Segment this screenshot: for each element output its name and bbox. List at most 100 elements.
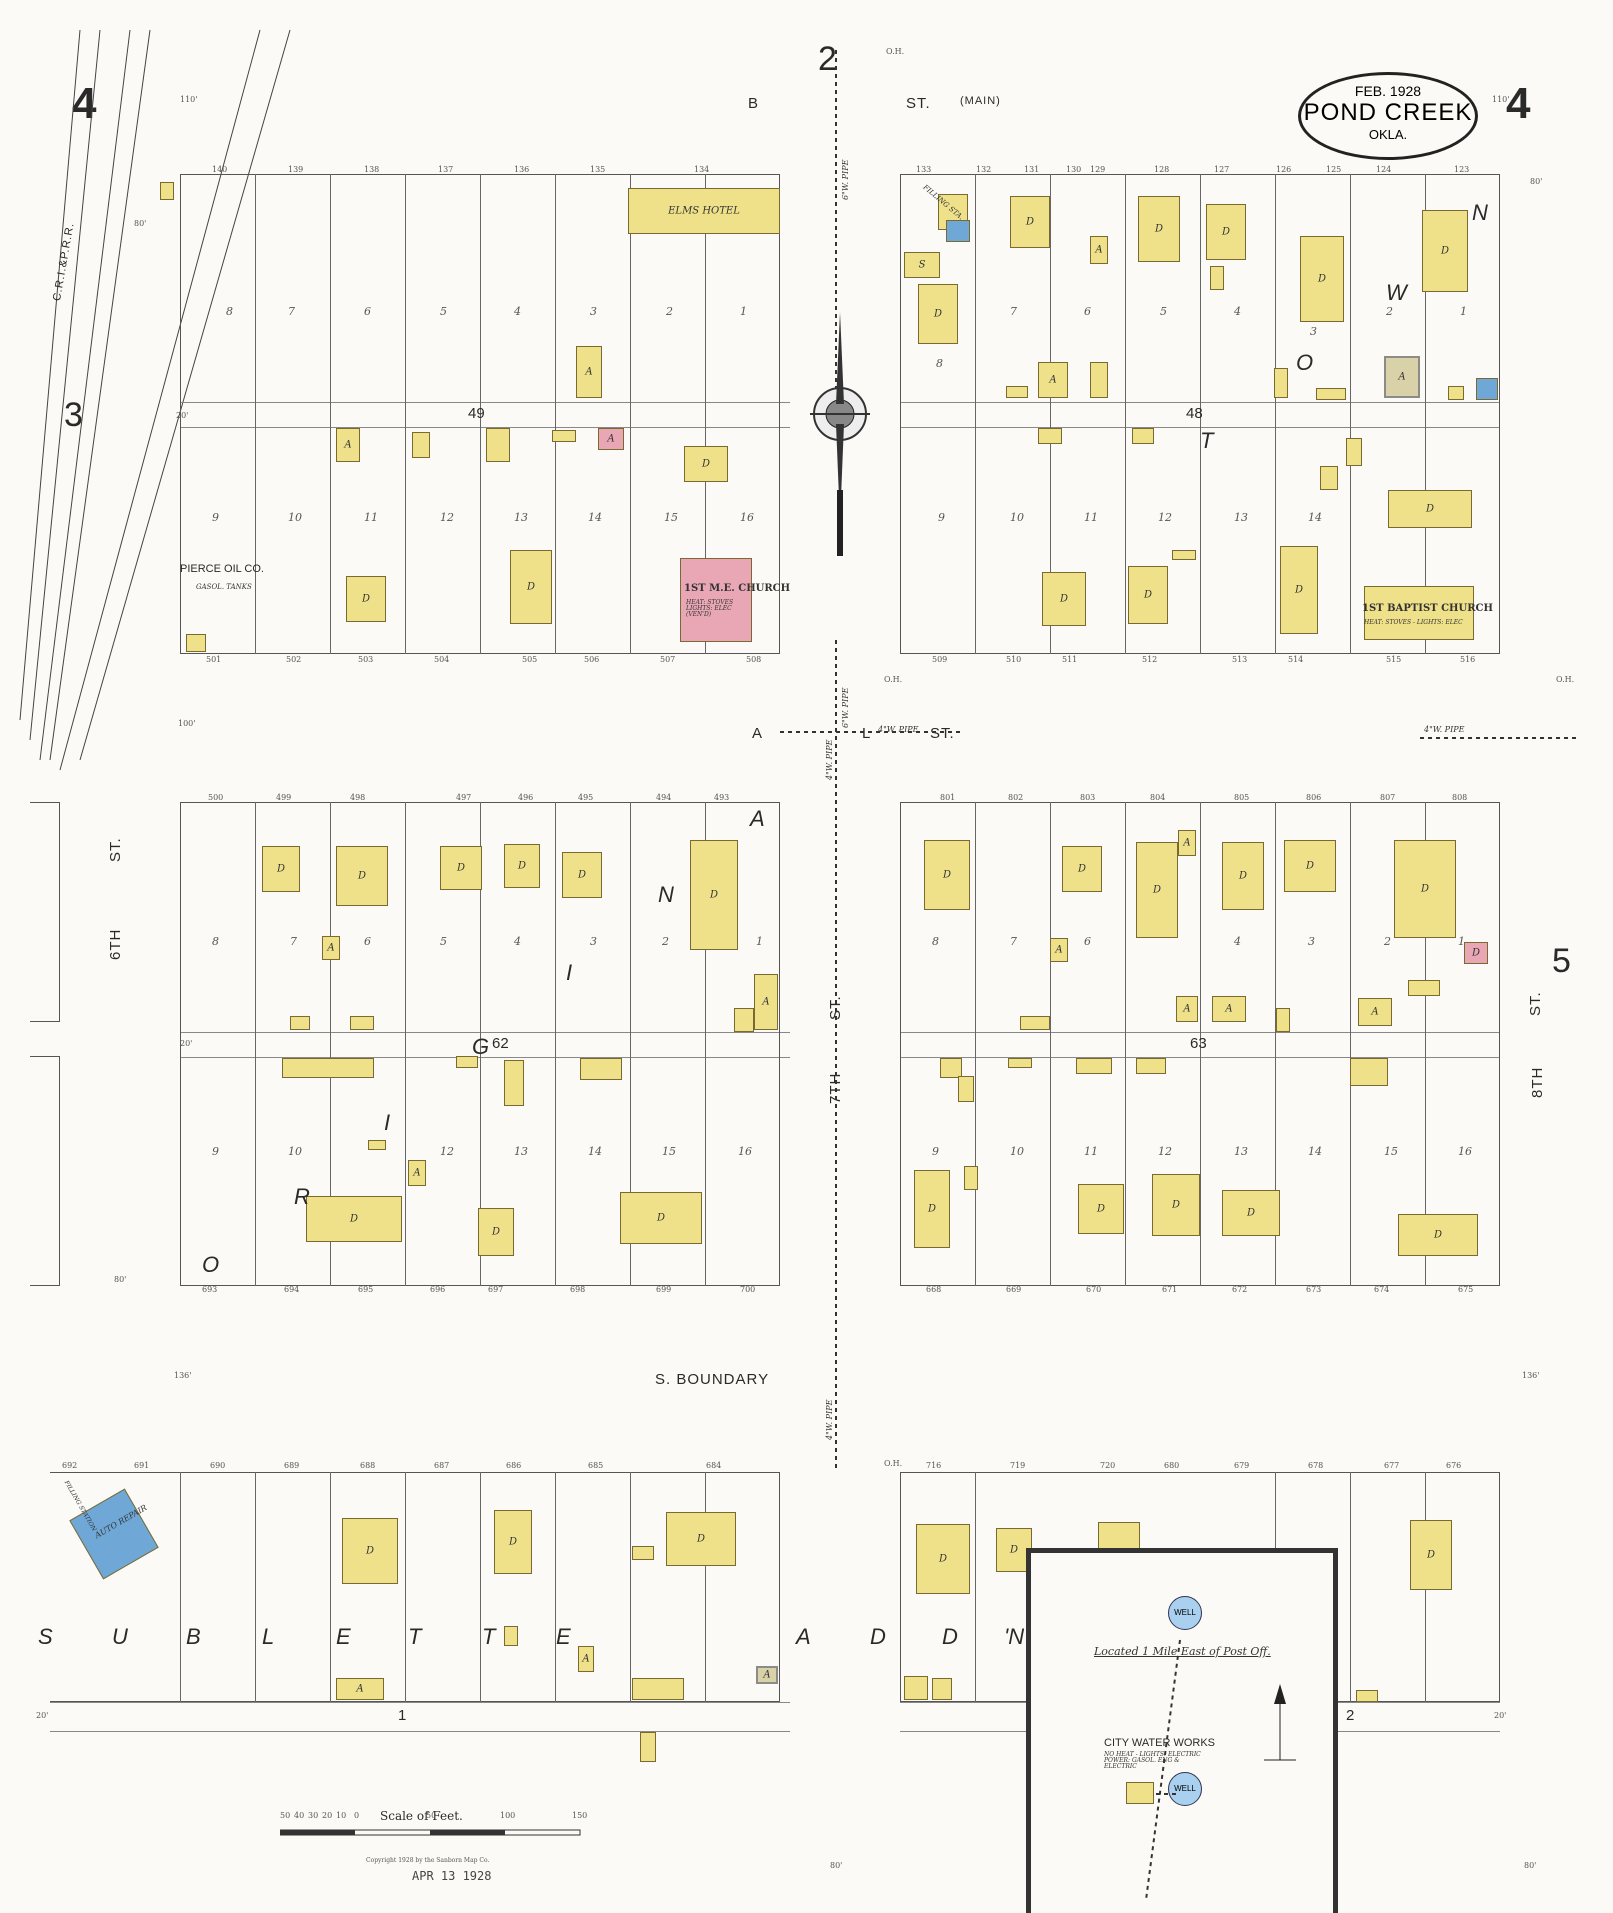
- building-code: D: [1009, 1544, 1019, 1556]
- dwelling: D: [1284, 840, 1336, 892]
- block-number-2: 2: [1346, 1707, 1355, 1724]
- lot-number: 6: [364, 305, 371, 318]
- width-label: 136': [1522, 1371, 1540, 1380]
- lot-number: 9: [212, 1145, 219, 1158]
- lot-number: 1: [740, 305, 747, 318]
- lot-line: [630, 802, 631, 1286]
- address: 716: [926, 1461, 942, 1470]
- width-label: 110': [180, 95, 198, 104]
- lot-number: 14: [588, 511, 602, 524]
- sublette-letter: L: [262, 1624, 275, 1649]
- addition-letter: A: [796, 1624, 811, 1649]
- address: 124: [1376, 165, 1392, 174]
- building-code: A: [763, 1669, 771, 1681]
- scale-tick: 50: [280, 1811, 291, 1820]
- address: 697: [488, 1285, 504, 1294]
- address: 508: [746, 655, 762, 664]
- outbuilding: [350, 1016, 374, 1030]
- block-number-49: 49: [468, 405, 485, 422]
- lot-number: 13: [1234, 511, 1248, 524]
- address: 511: [1062, 655, 1078, 664]
- outbuilding: [1008, 1058, 1032, 1068]
- address: 720: [1100, 1461, 1116, 1470]
- lot-number: 2: [1384, 935, 1391, 948]
- scale-label: Scale of Feet.: [380, 1809, 463, 1823]
- lot-number: 12: [440, 511, 454, 524]
- address: 803: [1080, 793, 1096, 802]
- building-code: D: [276, 863, 286, 875]
- building-code: D: [927, 1203, 937, 1215]
- lot-number: 8: [226, 305, 233, 318]
- outbuilding: [958, 1076, 974, 1102]
- outbuilding: [368, 1140, 386, 1150]
- dwelling: D: [690, 840, 738, 950]
- address: 693: [202, 1285, 218, 1294]
- outbuilding: [1090, 362, 1108, 398]
- building-code: D: [491, 1226, 501, 1238]
- townsite-letter: W: [1386, 280, 1407, 305]
- address: 670: [1086, 1285, 1102, 1294]
- address: 679: [1234, 1461, 1250, 1470]
- building-code: D: [1171, 1199, 1181, 1211]
- dwelling: D: [684, 446, 728, 482]
- address: 675: [1458, 1285, 1474, 1294]
- address: 502: [286, 655, 302, 664]
- outbuilding: [580, 1058, 622, 1080]
- building-code: D: [1426, 1549, 1436, 1561]
- outbuilding-x: [486, 428, 510, 462]
- width-label: 20': [1494, 1711, 1507, 1720]
- outbuilding: [1210, 266, 1224, 290]
- water-works-pipes: [1145, 1639, 1181, 1901]
- outbuilding: [640, 1732, 656, 1762]
- oh-marker: O.H.: [886, 47, 905, 56]
- address: 677: [1384, 1461, 1400, 1470]
- lot-number: 8: [932, 935, 939, 948]
- building-code: A: [1398, 371, 1406, 383]
- building-code: D: [938, 1553, 948, 1565]
- outbuilding: [282, 1058, 374, 1078]
- dwelling: D: [620, 1192, 702, 1244]
- block-number-48: 48: [1186, 405, 1203, 422]
- pierce-oil-label: PIERCE OIL CO.: [180, 563, 264, 575]
- width-label: 136': [174, 1371, 192, 1380]
- address: 505: [522, 655, 538, 664]
- outbuilding: [1098, 1522, 1140, 1552]
- lot-number: 3: [1308, 935, 1315, 948]
- lot-line: [630, 174, 631, 654]
- dwelling: D: [918, 284, 958, 344]
- building-code: D: [1025, 216, 1035, 228]
- width-label: 80': [1530, 177, 1543, 186]
- address: 129: [1090, 165, 1106, 174]
- outbuilding: [1316, 388, 1346, 400]
- sublette-letter: U: [112, 1624, 128, 1649]
- lot-line: [405, 802, 406, 1286]
- lot-number: 2: [1386, 305, 1393, 318]
- well-icon: WELL: [1168, 1772, 1202, 1806]
- auto-garage: A: [1090, 236, 1108, 264]
- outbuilding: [734, 1008, 754, 1032]
- address: 802: [1008, 793, 1024, 802]
- building-code: D: [1294, 584, 1304, 596]
- dwelling: D: [1062, 846, 1102, 892]
- outbuilding: [456, 1056, 478, 1068]
- lot-number: 15: [1384, 1145, 1398, 1158]
- lot-line: [630, 1472, 631, 1702]
- address: 690: [210, 1461, 226, 1470]
- building-code: D: [1221, 226, 1231, 238]
- outbuilding: [290, 1016, 310, 1030]
- outbuilding: [504, 1626, 518, 1646]
- building-code: A: [1055, 944, 1063, 956]
- lot-line: [480, 802, 481, 1286]
- lot-number: 4: [1234, 305, 1241, 318]
- address: 137: [438, 165, 454, 174]
- dwelling: D: [1136, 842, 1178, 938]
- lot-number: 5: [440, 305, 447, 318]
- pipe-label-4in: 4"W. PIPE: [878, 725, 919, 734]
- lot-line: [1350, 174, 1351, 654]
- me-church-label: 1ST M.E. CHURCH: [684, 583, 791, 594]
- address: 698: [570, 1285, 586, 1294]
- block-number-62: 62: [492, 1035, 509, 1052]
- building-code: D: [709, 889, 719, 901]
- date-stamp: APR 13 1928: [412, 1869, 492, 1883]
- townsite-letter: N: [1472, 200, 1488, 225]
